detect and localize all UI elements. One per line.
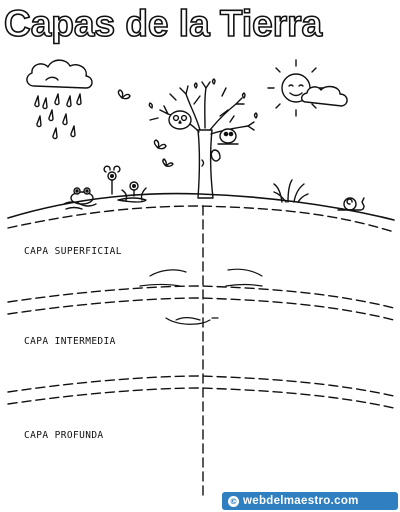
boundary-line bbox=[7, 375, 395, 397]
page-title-text: Capas de la Tierra bbox=[4, 3, 323, 44]
cloud-rain-icon bbox=[26, 59, 93, 140]
ground-surface-line bbox=[7, 192, 395, 221]
boundary-line bbox=[7, 285, 395, 309]
boundary-line bbox=[7, 387, 395, 409]
copyright-icon: © bbox=[228, 495, 239, 507]
bird-icon bbox=[217, 128, 239, 145]
layer-label-intermedia: CAPA INTERMEDIA bbox=[24, 336, 116, 347]
page-title: Capas de la Tierra bbox=[4, 2, 323, 45]
frog-icon bbox=[63, 187, 97, 210]
flower-icon bbox=[103, 165, 147, 203]
nest-icon bbox=[210, 149, 221, 162]
face-icon bbox=[139, 268, 263, 325]
layer-label-profunda: CAPA PROFUNDA bbox=[24, 430, 104, 441]
layer-boundaries bbox=[7, 205, 395, 501]
site-watermark: © webdelmaestro.com bbox=[222, 492, 398, 510]
tree-icon bbox=[148, 78, 258, 199]
boundary-line bbox=[7, 297, 395, 321]
butterfly-icon bbox=[117, 89, 174, 167]
boundary-line bbox=[7, 205, 395, 233]
grass-icon bbox=[273, 179, 309, 203]
owl-icon bbox=[168, 110, 192, 130]
sun-icon bbox=[267, 59, 348, 117]
layer-label-superficial: CAPA SUPERFICIAL bbox=[24, 246, 122, 257]
site-name: webdelmaestro.com bbox=[243, 495, 359, 507]
